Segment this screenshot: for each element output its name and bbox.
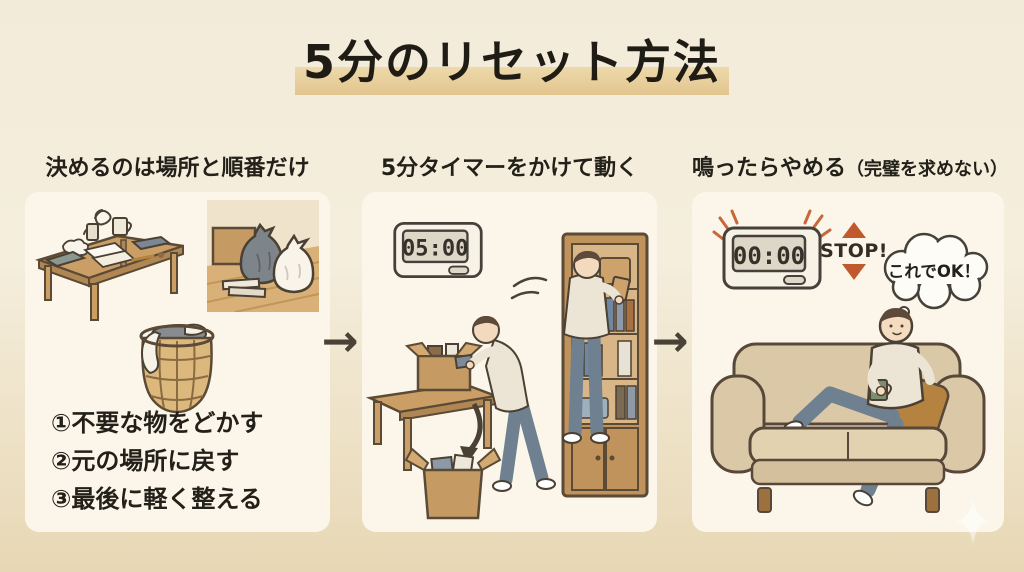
book-icon (130, 235, 172, 251)
step1-heading: 決めるのは場所と順番だけ (45, 156, 310, 181)
messy-table-illustration (35, 209, 184, 321)
timer-button (448, 265, 470, 275)
magazine-stack-icon (227, 286, 267, 298)
person-shelving-illustration (562, 251, 631, 444)
binder-icon (617, 340, 632, 377)
page-title: 5分のリセット方法 (293, 26, 731, 95)
sock (562, 432, 582, 444)
sock (852, 489, 874, 507)
stop-triangle-up-icon (842, 222, 866, 238)
basket-rim (139, 324, 215, 348)
book-icon (615, 385, 626, 420)
pencil-icon (131, 254, 155, 262)
eraser-icon (158, 252, 164, 258)
step3-panel: 00:00 STOP! これでOK！ (692, 192, 1004, 532)
sock (536, 478, 556, 490)
timer-digits: 05:00 (402, 237, 468, 262)
sock (590, 432, 610, 444)
flow-arrow-icon: → (651, 316, 689, 367)
box-on-table-illustration (404, 341, 484, 392)
cup-icon (86, 223, 99, 241)
white-trash-bag-icon (272, 233, 315, 294)
book-icon (625, 299, 635, 332)
relaxing-couch-scene-illustration (710, 308, 986, 513)
mug-icon (112, 217, 128, 236)
title-area: 5分のリセット方法 (0, 26, 1024, 95)
person-sorting-illustration (454, 316, 556, 492)
ring-lines-icon (712, 209, 739, 241)
timer-0500-icon: 05:00 (393, 221, 483, 279)
step3-heading: 鳴ったらやめる（完璧を求めない） (691, 156, 1008, 181)
watermark-sparkle-icon: ✦ (952, 483, 994, 563)
stop-label: STOP! (820, 240, 888, 262)
hair (880, 308, 912, 323)
down-arrow-icon (468, 402, 483, 452)
step2-heading: 5分タイマーをかけて動く (380, 156, 639, 181)
tidying-scene-illustration (366, 232, 649, 520)
checklist-item-2: ②元の場所に戻す (51, 447, 240, 475)
hair (473, 316, 499, 328)
timer-button (783, 275, 806, 285)
ring-lines-icon (803, 209, 832, 239)
thought-bubble-icon (883, 232, 989, 325)
couch-leg (925, 487, 940, 513)
motion-lines-icon (510, 276, 548, 300)
laundry-basket-illustration (139, 323, 215, 414)
checklist-item-1: ①不要な物をどかす (51, 409, 264, 437)
book-icon (44, 250, 87, 268)
step2-panel: 05:00 (362, 192, 657, 532)
title-highlight-bar (294, 67, 729, 95)
couch-leg (757, 487, 772, 513)
thought-text: これでOK！ (887, 262, 981, 281)
trash-bags-inset-illustration (207, 200, 319, 312)
step1-checklist: ①不要な物をどかす ②元の場所に戻す ③最後に軽く整える (51, 404, 311, 518)
page-title-text: 5分のリセット方法 (302, 35, 721, 89)
sock (492, 480, 512, 492)
gray-trash-bag-icon (239, 222, 284, 285)
hair (574, 251, 601, 264)
book-icon (626, 385, 637, 420)
stop-callout: STOP! (820, 222, 887, 280)
stop-triangle-down-icon (842, 264, 866, 280)
timer-digits: 00:00 (733, 242, 805, 270)
work-table-illustration (366, 382, 501, 471)
floor-box-illustration (404, 447, 502, 520)
couch-base (750, 458, 946, 486)
step1-panel: ①不要な物をどかす ②元の場所に戻す ③最後に軽く整える (25, 192, 330, 532)
flow-arrow-icon: → (321, 316, 359, 367)
timer-0000-ringing-icon: 00:00 (712, 209, 832, 290)
checklist-item-3: ③最後に軽く整える (51, 485, 263, 513)
